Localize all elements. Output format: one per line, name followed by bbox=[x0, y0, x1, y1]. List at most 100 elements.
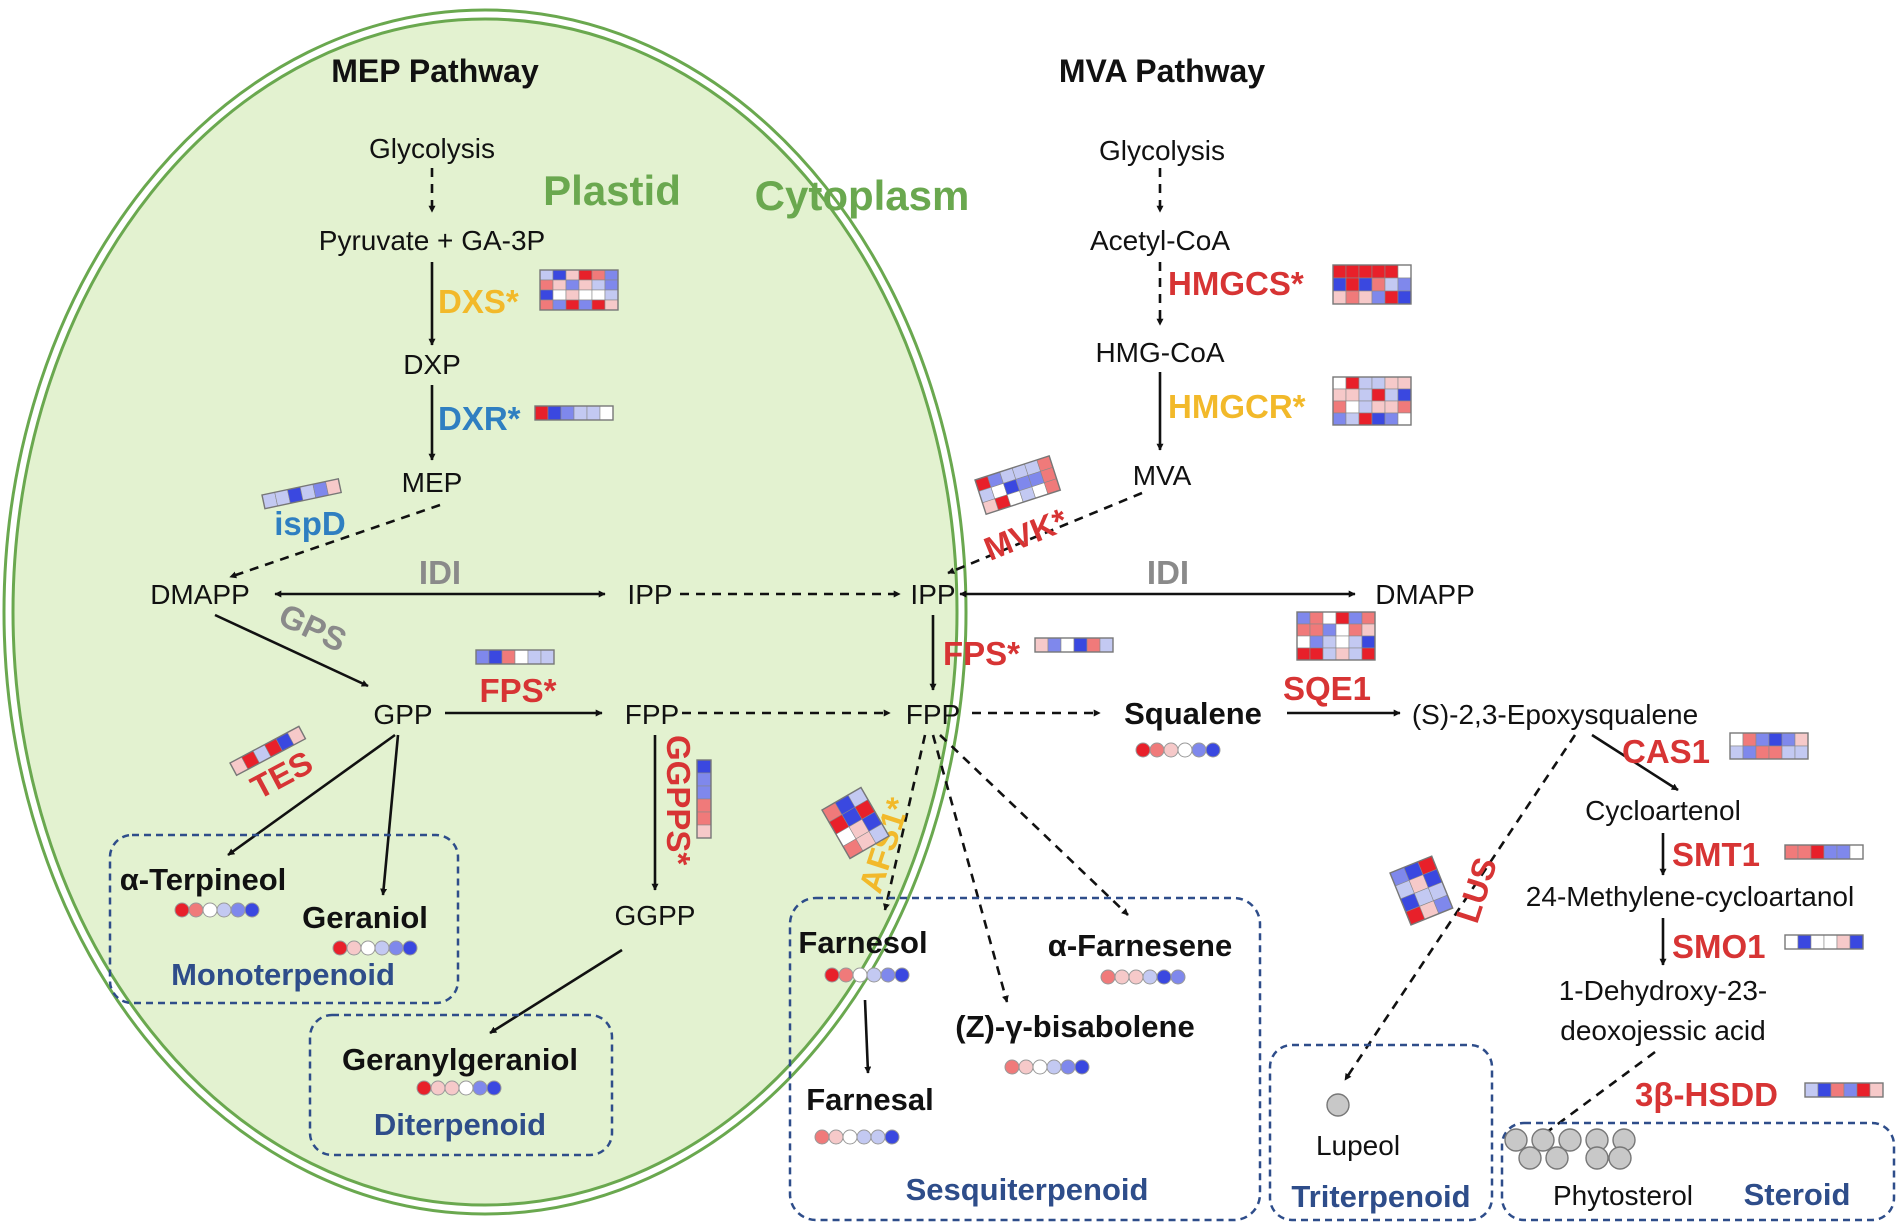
epoxysqualene-label: (S)-2,3-Epoxysqualene bbox=[1412, 699, 1698, 730]
arrow-mva-ipp bbox=[947, 491, 1143, 575]
hmgcr-heatmap bbox=[1332, 376, 1412, 426]
geranylgeraniol-circles bbox=[416, 1080, 502, 1096]
cycloartenol-label: Cycloartenol bbox=[1585, 795, 1741, 826]
farnesol-circles bbox=[824, 967, 910, 983]
hmg-coa-label: HMG-CoA bbox=[1095, 337, 1224, 368]
farnesene-circles bbox=[1100, 969, 1186, 985]
mvk-heatmap bbox=[974, 455, 1062, 516]
dmapp-plastid-label: DMAPP bbox=[150, 579, 250, 610]
sesquiterpenoid-label: Sesquiterpenoid bbox=[906, 1172, 1149, 1207]
lus-enzyme: LUS bbox=[1448, 853, 1504, 927]
dxs-enzyme: DXS* bbox=[438, 283, 519, 320]
triterpenoid-label: Triterpenoid bbox=[1291, 1179, 1470, 1214]
dehydroxy-label-line2: deoxojessic acid bbox=[1560, 1015, 1765, 1046]
triterpenoid-box bbox=[1268, 1043, 1494, 1222]
product-labels: α-Terpineol Geraniol Geranylgeraniol Far… bbox=[120, 862, 1693, 1211]
steroid-box bbox=[1500, 1121, 1896, 1222]
dxp-label: DXP bbox=[403, 349, 461, 380]
arrow-fpp-farnesol bbox=[882, 734, 927, 911]
cytoplasm-label: Cytoplasm bbox=[755, 172, 970, 219]
arrow-mep-dmapp bbox=[229, 503, 441, 579]
sqe1-heatmap bbox=[1296, 611, 1376, 661]
cas1-heatmap bbox=[1729, 732, 1809, 760]
squalene-label: Squalene bbox=[1124, 696, 1262, 731]
dxr-heatmap bbox=[534, 405, 614, 421]
monoterpenoid-label: Monoterpenoid bbox=[171, 957, 395, 992]
metabolite-circle-strips bbox=[174, 742, 1221, 1145]
phytosterol-sphere-7 bbox=[1585, 1146, 1609, 1170]
phytosterol-sphere-6 bbox=[1545, 1146, 1569, 1170]
afs1-heatmap bbox=[821, 786, 890, 860]
arrow-ggpp-geranylgeraniol bbox=[489, 948, 623, 1035]
mva-label: MVA bbox=[1133, 460, 1192, 491]
phytosterol-label: Phytosterol bbox=[1553, 1180, 1693, 1211]
hsdd-heatmap bbox=[1804, 1082, 1884, 1098]
geraniol-label: Geraniol bbox=[302, 900, 428, 935]
plastid-outer-membrane bbox=[2, 8, 968, 1216]
terpineol-label: α-Terpineol bbox=[120, 862, 287, 897]
bisabolene-label: (Z)-γ-bisabolene bbox=[955, 1009, 1194, 1044]
fpp-cyto-label: FPP bbox=[906, 699, 960, 730]
arrow-farnesol-farnesal bbox=[863, 999, 872, 1074]
monoterpenoid-box bbox=[108, 833, 460, 1005]
ispd-enzyme: ispD bbox=[274, 505, 346, 542]
cas1-enzyme: CAS1 bbox=[1622, 733, 1710, 770]
smt1-heatmap bbox=[1784, 844, 1864, 860]
arrow-epoxysqualene-cycloartenol bbox=[1591, 733, 1679, 792]
phytosterol-sphere-8 bbox=[1608, 1146, 1632, 1170]
diterpenoid-label: Diterpenoid bbox=[374, 1107, 546, 1142]
glycolysis-mva-label: Glycolysis bbox=[1099, 135, 1225, 166]
mva-pathway-title: MVA Pathway bbox=[1059, 53, 1265, 89]
squalene-circles bbox=[1135, 742, 1221, 758]
metabolite-labels: Glycolysis Pyruvate + GA-3P DXP MEP DMAP… bbox=[150, 133, 1854, 1046]
steroid-label: Steroid bbox=[1744, 1177, 1851, 1212]
acetyl-coa-label: Acetyl-CoA bbox=[1090, 225, 1230, 256]
arrow-gpp-geraniol bbox=[380, 734, 400, 896]
farnesal-label: Farnesal bbox=[806, 1082, 934, 1117]
smo1-enzyme: SMO1 bbox=[1672, 928, 1766, 965]
hsdd-enzyme: 3β-HSDD bbox=[1635, 1076, 1778, 1113]
idi-cyto-enzyme: IDI bbox=[1147, 554, 1189, 591]
gpp-label: GPP bbox=[373, 699, 432, 730]
fpp-plastid-label: FPP bbox=[625, 699, 679, 730]
pathway-arrows bbox=[214, 168, 1679, 1137]
ggpps-enzyme: GGPPS* bbox=[660, 735, 697, 865]
sesquiterpenoid-box bbox=[788, 896, 1262, 1222]
lupeol-sphere bbox=[1326, 1093, 1350, 1117]
glycolysis-mep-label: Glycolysis bbox=[369, 133, 495, 164]
hmgcs-heatmap bbox=[1332, 264, 1412, 305]
terpineol-circles bbox=[174, 902, 260, 918]
phytosterol-sphere-1 bbox=[1531, 1128, 1555, 1152]
dxr-enzyme: DXR* bbox=[438, 400, 521, 437]
arrow-fpp-bisabolene bbox=[931, 734, 1009, 1003]
farnesene-label: α-Farnesene bbox=[1048, 928, 1232, 963]
fps-plastid-heatmap bbox=[475, 649, 555, 665]
lus-heatmap bbox=[1389, 855, 1454, 926]
dmapp-cyto-label: DMAPP bbox=[1375, 579, 1475, 610]
bisabolene-circles bbox=[1004, 1059, 1090, 1075]
fps-cyto-heatmap bbox=[1034, 637, 1114, 653]
ipp-plastid-label: IPP bbox=[627, 579, 672, 610]
smo1-heatmap bbox=[1784, 934, 1864, 950]
expression-heatmaps bbox=[229, 264, 1884, 1098]
phytosterol-sphere-2 bbox=[1558, 1128, 1582, 1152]
phytosterol-sphere-5 bbox=[1518, 1146, 1542, 1170]
lupeol-label: Lupeol bbox=[1316, 1130, 1400, 1161]
ggpp-label: GGPP bbox=[615, 900, 696, 931]
geranylgeraniol-label: Geranylgeraniol bbox=[342, 1042, 578, 1077]
sqe1-enzyme: SQE1 bbox=[1283, 670, 1371, 707]
farnesol-label: Farnesol bbox=[798, 925, 927, 960]
mep-label: MEP bbox=[402, 467, 463, 498]
mep-pathway-title: MEP Pathway bbox=[331, 53, 539, 89]
fps-cyto-enzyme: FPS* bbox=[943, 635, 1020, 672]
pyruvate-label: Pyruvate + GA-3P bbox=[319, 225, 545, 256]
product-spheres bbox=[1326, 1093, 1636, 1170]
ipp-cyto-label: IPP bbox=[910, 579, 955, 610]
hmgcr-enzyme: HMGCR* bbox=[1168, 388, 1306, 425]
dxs-heatmap bbox=[539, 269, 619, 311]
phytosterol-sphere-0 bbox=[1504, 1128, 1528, 1152]
hmgcs-enzyme: HMGCS* bbox=[1168, 265, 1304, 302]
arrow-fpp-farnesene bbox=[939, 734, 1129, 916]
arrow-dmapp-gpp bbox=[214, 613, 369, 688]
